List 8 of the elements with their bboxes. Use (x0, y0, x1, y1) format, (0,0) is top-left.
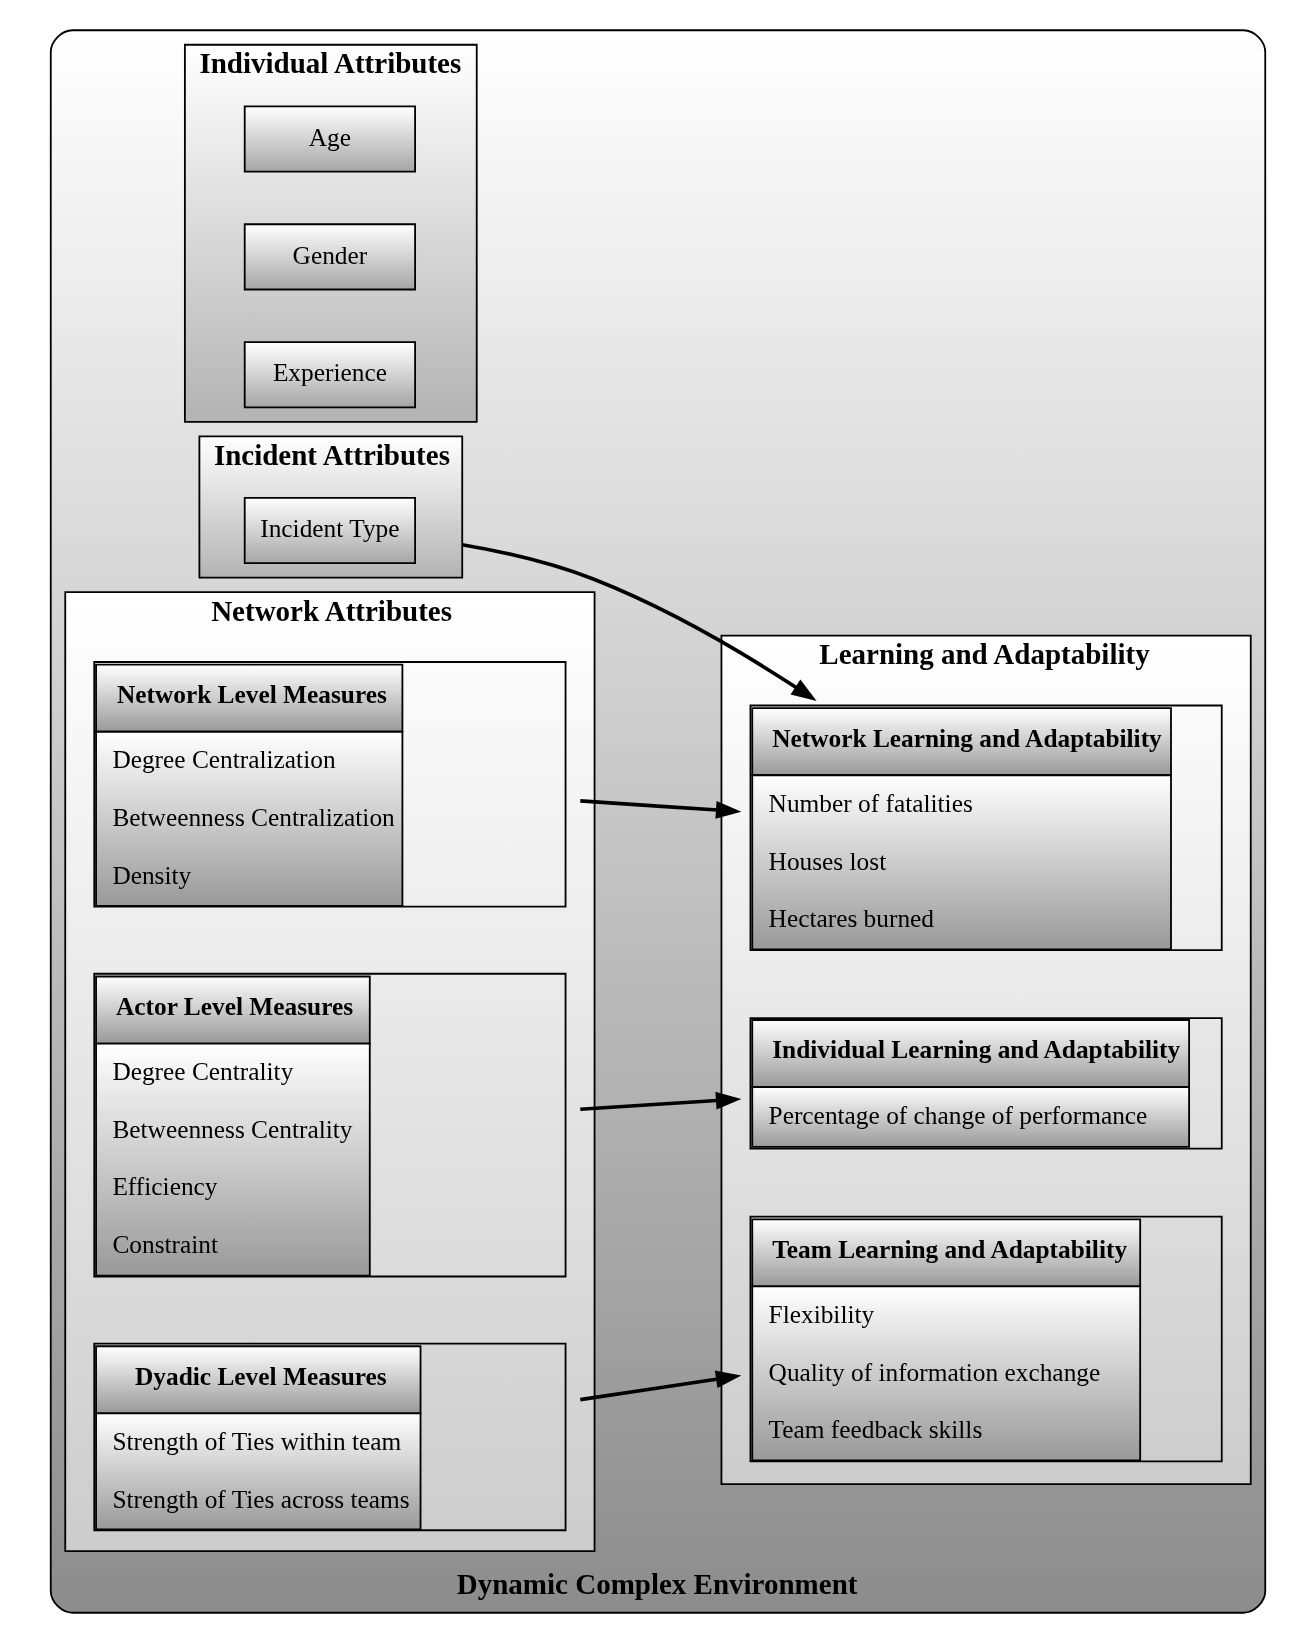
arrow (579, 1091, 741, 1112)
node-box: Age (243, 105, 416, 173)
node-box: Incident Type (243, 497, 416, 565)
node-box: Gender (243, 223, 416, 291)
arrow (579, 799, 741, 819)
arrow (579, 1370, 741, 1402)
node-box: Experience (243, 341, 416, 409)
arrow (461, 542, 817, 702)
